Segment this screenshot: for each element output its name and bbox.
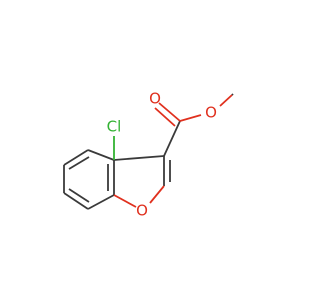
bond-c7-c8-inner	[68, 188, 90, 203]
bond-c5-c6-inner	[68, 156, 90, 170]
bond-c4-c5	[87, 149, 115, 161]
bond-c3a-c3	[113, 155, 165, 161]
ester-oxygen-label: O	[205, 104, 217, 122]
furan-oxygen-label: O	[136, 202, 148, 220]
bond-carbonyl-double-b	[154, 107, 176, 127]
bond-c8-c7a	[87, 194, 115, 210]
bond-c2-o1	[149, 185, 165, 204]
bond-c3-carbonyl	[163, 120, 181, 157]
bond-c5-c6	[63, 149, 89, 166]
bond-methyl	[231, 93, 234, 96]
chlorine-label: Cl	[107, 118, 122, 136]
bond-c7-c8	[63, 192, 89, 210]
bond-ester-o-methyl	[219, 94, 233, 107]
bond-carbonyl-double-a	[158, 102, 181, 122]
molecule-structure: Cl O O O	[63, 90, 234, 220]
carbonyl-oxygen-label: O	[149, 90, 161, 108]
bond-carbonyl-ester-o	[179, 114, 202, 122]
bond-o1-c7a	[113, 194, 137, 208]
